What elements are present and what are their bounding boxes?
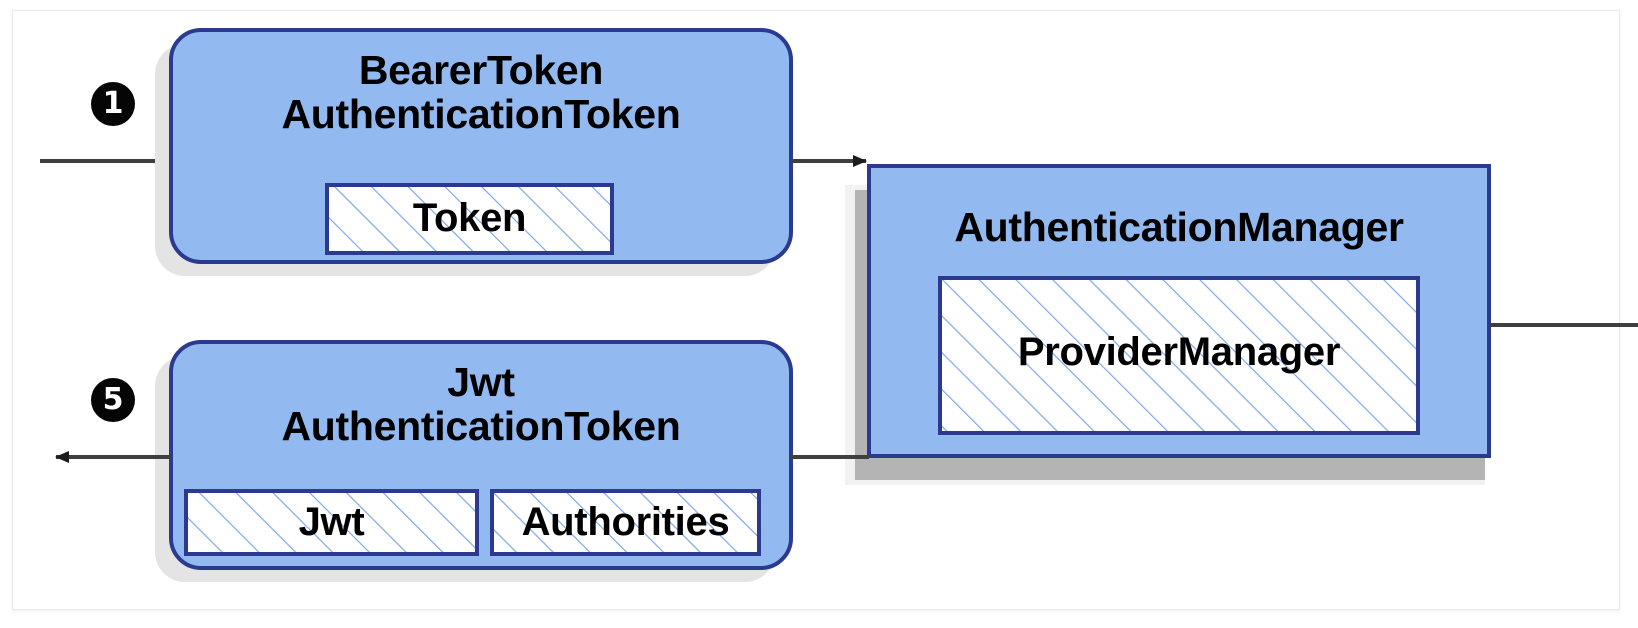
chip-jwt[interactable]: [184, 489, 479, 556]
node-authentication-manager[interactable]: [845, 164, 1491, 485]
chip-token[interactable]: [325, 183, 614, 255]
chip-authorities[interactable]: [490, 489, 761, 556]
step-badge-1: 1: [91, 82, 135, 126]
node-jwt-authentication-token[interactable]: [155, 340, 793, 582]
chip-provider-manager[interactable]: [938, 276, 1420, 435]
step-badge-5: 5: [91, 378, 135, 422]
node-bearer-token-authentication-token[interactable]: [155, 28, 793, 276]
